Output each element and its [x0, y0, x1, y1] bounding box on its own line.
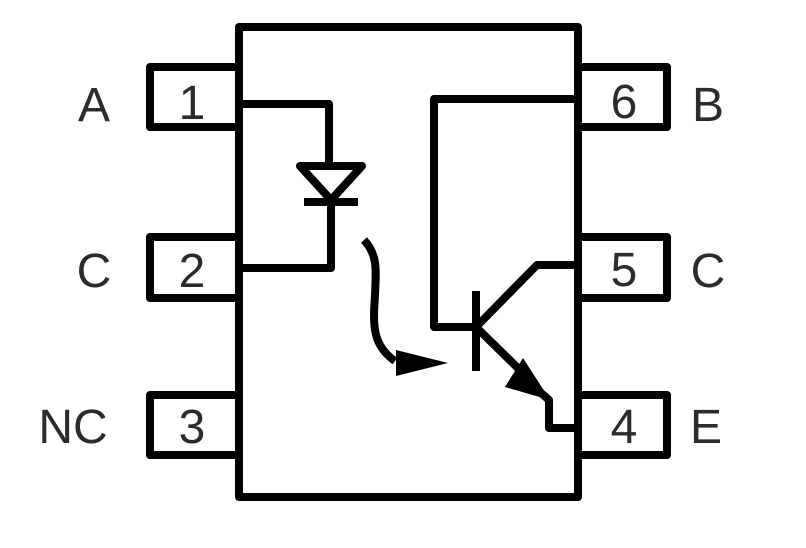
- pin-5-number: 5: [611, 244, 638, 297]
- collector-wire: [473, 261, 578, 330]
- pin-2-number: 2: [179, 245, 206, 298]
- phototransistor: [430, 95, 578, 432]
- pin-4-label: E: [690, 401, 722, 454]
- light-emission-arrow-icon: [360, 237, 448, 376]
- pin-1-box: [146, 63, 239, 131]
- pin-2: 2 C: [77, 233, 239, 302]
- base-wire: [430, 95, 578, 331]
- pin-6-box: [578, 63, 671, 131]
- anode-wire: [239, 100, 333, 165]
- pin-2-box: [146, 233, 239, 302]
- pin-3-number: 3: [179, 401, 206, 454]
- pin-3-box: [146, 391, 239, 459]
- pin-2-label: C: [77, 245, 112, 298]
- cathode-wire: [239, 202, 335, 272]
- emitter-arrow-icon: [505, 358, 550, 400]
- pin-5-box: [578, 233, 671, 302]
- pin-1-label: A: [78, 79, 110, 132]
- diode-triangle-icon: [296, 162, 366, 204]
- led-diode: [239, 100, 366, 272]
- pin-6-number: 6: [611, 76, 638, 129]
- pin-5: 5 C: [578, 233, 726, 302]
- pin-4: 4 E: [578, 391, 722, 459]
- pin-3-label: NC: [38, 401, 107, 454]
- pin-5-label: C: [691, 245, 726, 298]
- light-arrow-curve: [360, 237, 398, 365]
- pin-1: 1 A: [78, 63, 239, 132]
- pin-4-number: 4: [611, 401, 638, 454]
- pin-6: 6 B: [578, 63, 724, 132]
- light-arrowhead-icon: [396, 350, 448, 376]
- pin-3: 3 NC: [38, 391, 239, 459]
- pin-6-label: B: [692, 79, 724, 132]
- emitter-wire: [537, 389, 578, 432]
- pin-1-number: 1: [179, 77, 206, 130]
- pin-4-box: [578, 391, 671, 459]
